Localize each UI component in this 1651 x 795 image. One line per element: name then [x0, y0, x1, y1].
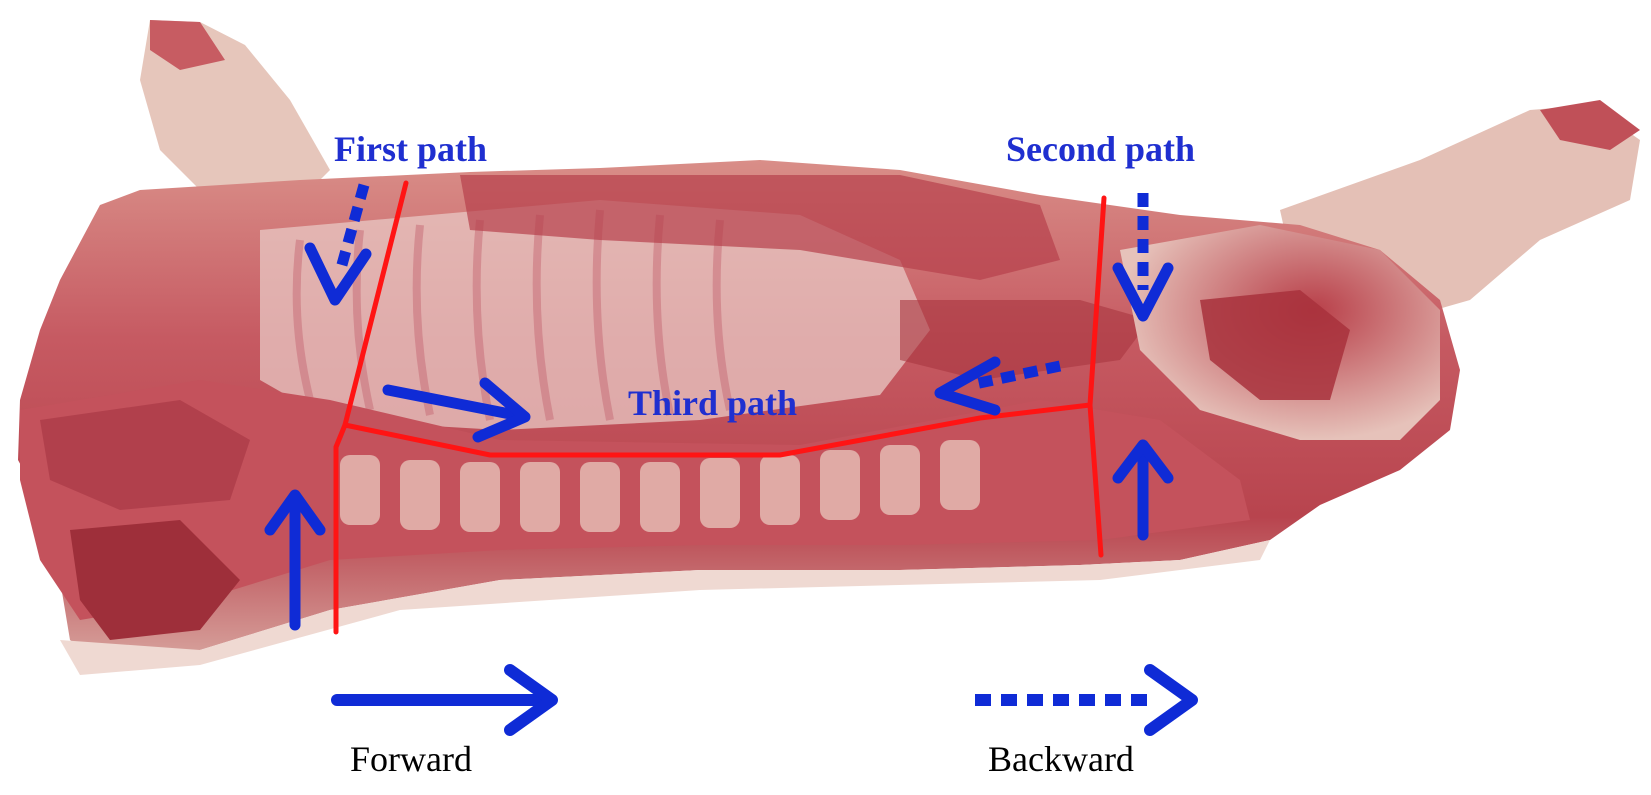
- pork-carcass-image: [18, 20, 1640, 675]
- first-cut-line: [333, 180, 409, 635]
- first-path-forward-arrow: [264, 489, 326, 631]
- third-path-forward-arrow: [382, 377, 531, 443]
- third-cut-line: [342, 402, 1093, 458]
- legend-backward-label: Backward: [988, 739, 1134, 779]
- second-path-backward-arrow: [1112, 193, 1174, 322]
- legend-backward-arrow: [975, 664, 1198, 736]
- second-path-label: Second path: [1006, 129, 1196, 169]
- third-path-label: Third path: [628, 383, 798, 423]
- third-path-backward-arrow: [934, 356, 1062, 416]
- legend-forward-label: Forward: [350, 739, 472, 779]
- spine-band: [20, 380, 1250, 620]
- second-path-forward-arrow: [1112, 439, 1174, 541]
- legend-forward-arrow: [331, 664, 558, 736]
- first-path-backward-arrow: [304, 183, 372, 306]
- cut-lines: [333, 180, 1107, 635]
- second-cut-line: [1087, 195, 1107, 558]
- direction-arrows: [264, 183, 1198, 736]
- first-path-label: First path: [334, 129, 487, 169]
